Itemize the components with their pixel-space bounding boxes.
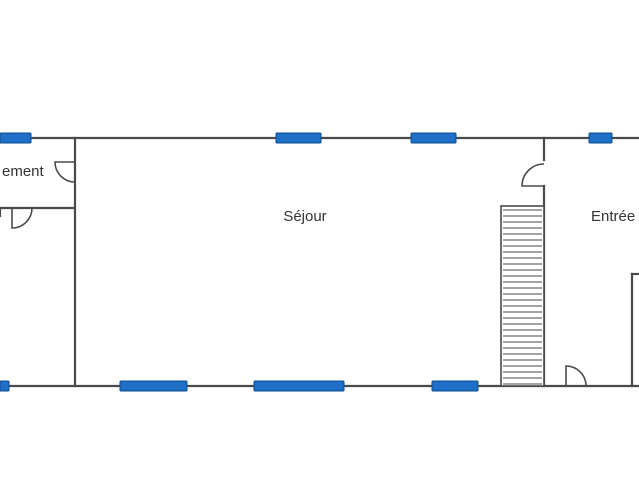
window-top-1 xyxy=(0,132,32,144)
staircase xyxy=(500,205,545,387)
room-label-sejour: Séjour xyxy=(283,208,326,225)
window-top-2 xyxy=(275,132,322,144)
window-bottom-4 xyxy=(431,380,479,392)
room-label-entree: Entrée xyxy=(591,208,635,225)
door-left-upper xyxy=(54,161,76,183)
staircase-outline xyxy=(500,205,545,387)
right-partition xyxy=(542,136,639,388)
window-bottom-2 xyxy=(119,380,188,392)
window-top-3 xyxy=(410,132,457,144)
windows xyxy=(0,132,613,392)
doors xyxy=(11,161,587,387)
room-label-left: ement xyxy=(2,163,45,180)
door-entree-bottom xyxy=(565,365,587,387)
door-left-lower xyxy=(11,207,33,229)
window-top-4 xyxy=(588,132,613,144)
window-bottom-3 xyxy=(253,380,345,392)
door-right-partition xyxy=(521,163,545,187)
staircase-steps xyxy=(503,209,542,385)
window-bottom-1 xyxy=(0,380,10,392)
